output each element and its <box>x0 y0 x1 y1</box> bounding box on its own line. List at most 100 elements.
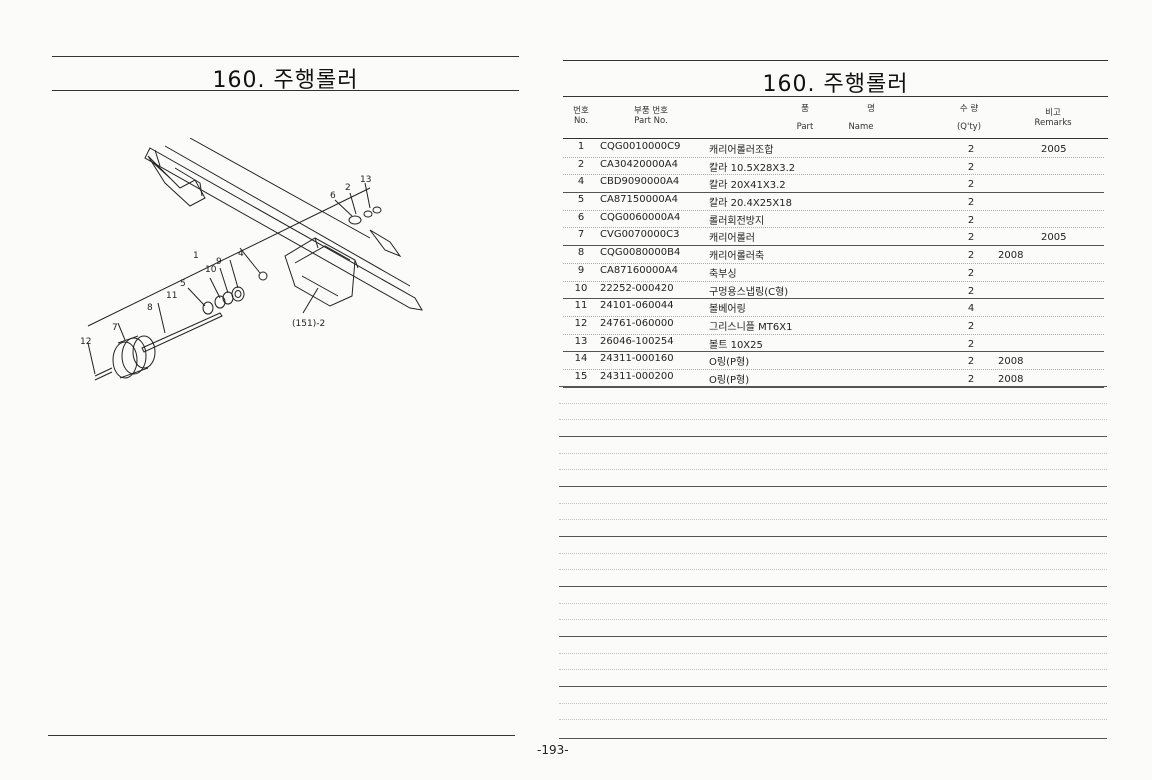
quantity: 2 <box>967 356 975 368</box>
ruled-line <box>559 738 1107 739</box>
part-number: CBD9090000A4 <box>600 176 680 188</box>
ruled-line <box>559 536 1107 537</box>
callout-9: 9 <box>216 257 222 267</box>
part-number: CQG0080000B4 <box>600 247 681 259</box>
part-name: 그리스니플 MT6X1 <box>709 321 793 333</box>
top-rule <box>52 56 519 57</box>
callout-13: 13 <box>360 175 371 185</box>
header-part-no: 부품 번호 Part No. <box>634 106 668 126</box>
part-number: 24311-000160 <box>600 353 674 365</box>
remarks: 2008 <box>998 250 1024 262</box>
row-number: 7 <box>577 229 585 241</box>
row-number: 9 <box>577 264 585 276</box>
quantity: 2 <box>967 250 975 262</box>
page-title: 160. 주행롤러 <box>212 68 359 93</box>
ruled-line <box>559 652 1107 654</box>
row-number: 8 <box>577 247 585 259</box>
table-row: 13 26046-100254 볼트 10X25 2 <box>563 335 1104 353</box>
row-number: 13 <box>574 335 588 347</box>
callout-151-2: (151)-2 <box>292 319 325 329</box>
page-number: -193- <box>537 743 569 757</box>
part-number: 24311-000200 <box>600 370 674 382</box>
part-number: CQG0010000C9 <box>600 141 681 152</box>
part-number: 26046-100254 <box>600 335 674 347</box>
row-number: 10 <box>574 282 588 294</box>
ruled-line <box>559 386 1107 387</box>
quantity: 2 <box>967 179 975 191</box>
header-underline <box>563 138 1108 139</box>
part-name: 칼라 20.4X25X18 <box>709 198 792 210</box>
callout-7: 7 <box>112 323 118 333</box>
quantity: 2 <box>967 214 975 226</box>
row-number: 2 <box>577 158 585 170</box>
callout-4: 4 <box>238 249 244 259</box>
part-number: 24761-060000 <box>600 317 674 329</box>
table-row: 9 CA87160000A4 축부싱 2 <box>563 264 1104 282</box>
left-page: 160. 주행롤러 <box>0 0 545 780</box>
ruled-line <box>559 586 1107 587</box>
row-number: 11 <box>574 300 588 312</box>
callout-1: 1 <box>193 251 199 261</box>
part-name: 구멍용스냅링(C형) <box>709 286 789 298</box>
bottom-rule <box>48 735 515 736</box>
top-rule <box>563 60 1108 61</box>
ruled-line <box>559 519 1107 520</box>
quantity: 2 <box>967 267 975 279</box>
page-title: 160. 주행롤러 <box>762 72 909 97</box>
part-name: O링(P형) <box>709 357 750 369</box>
ruled-line <box>559 602 1107 604</box>
row-number: 6 <box>577 211 585 223</box>
part-name: 볼트 10X25 <box>709 339 763 351</box>
part-number: 22252-000420 <box>600 282 674 294</box>
part-name: 축부싱 <box>709 268 737 280</box>
quantity: 2 <box>967 338 975 350</box>
header-name-ko-right: 명 <box>867 104 875 114</box>
part-number: CA87160000A4 <box>600 264 678 276</box>
header-remarks: 비고 Remarks <box>1034 108 1072 128</box>
quantity: 2 <box>967 320 975 332</box>
exploded-parts-diagram: 13 2 6 4 9 10 1 5 11 8 7 12 (151)-2 <box>70 138 430 388</box>
header-name-en-right: Name <box>848 122 874 132</box>
row-number: 4 <box>577 176 585 188</box>
remarks: 2008 <box>998 356 1024 368</box>
ruled-line <box>559 486 1107 487</box>
title-underline <box>52 90 519 91</box>
row-number: 12 <box>574 317 588 329</box>
remarks: 2005 <box>1041 144 1067 155</box>
part-name: 캐리어롤러 <box>709 233 755 245</box>
ruled-line <box>559 419 1107 420</box>
row-number: 1 <box>577 141 585 152</box>
callout-5: 5 <box>180 279 186 289</box>
quantity: 2 <box>967 285 975 297</box>
ruled-line <box>559 469 1107 470</box>
callout-6: 6 <box>330 191 336 201</box>
table-row: 12 24761-060000 그리스니플 MT6X1 2 <box>563 317 1104 335</box>
callout-11: 11 <box>166 291 177 301</box>
part-name: O링(P형) <box>709 374 750 386</box>
part-name: 칼라 20X41X3.2 <box>709 180 786 192</box>
part-number: CVG0070000C3 <box>600 229 680 241</box>
ruled-line <box>559 502 1107 504</box>
ruled-line <box>559 436 1107 437</box>
part-name: 캐리어롤러조합 <box>709 145 774 156</box>
ruled-line <box>559 636 1107 637</box>
part-number: CA87150000A4 <box>600 194 678 206</box>
callout-8: 8 <box>147 303 153 313</box>
part-name: 캐리어롤러축 <box>709 251 765 263</box>
ruled-line <box>559 619 1107 620</box>
table-row: 10 22252-000420 구멍용스냅링(C형) 2 <box>563 282 1104 300</box>
ruled-line <box>559 686 1107 687</box>
remarks: 2005 <box>1041 232 1067 244</box>
quantity: 4 <box>967 303 975 315</box>
header-name-ko-left: 품 <box>801 104 809 114</box>
ruled-line <box>559 669 1107 670</box>
ruled-line <box>559 569 1107 570</box>
ruled-line <box>559 702 1107 704</box>
